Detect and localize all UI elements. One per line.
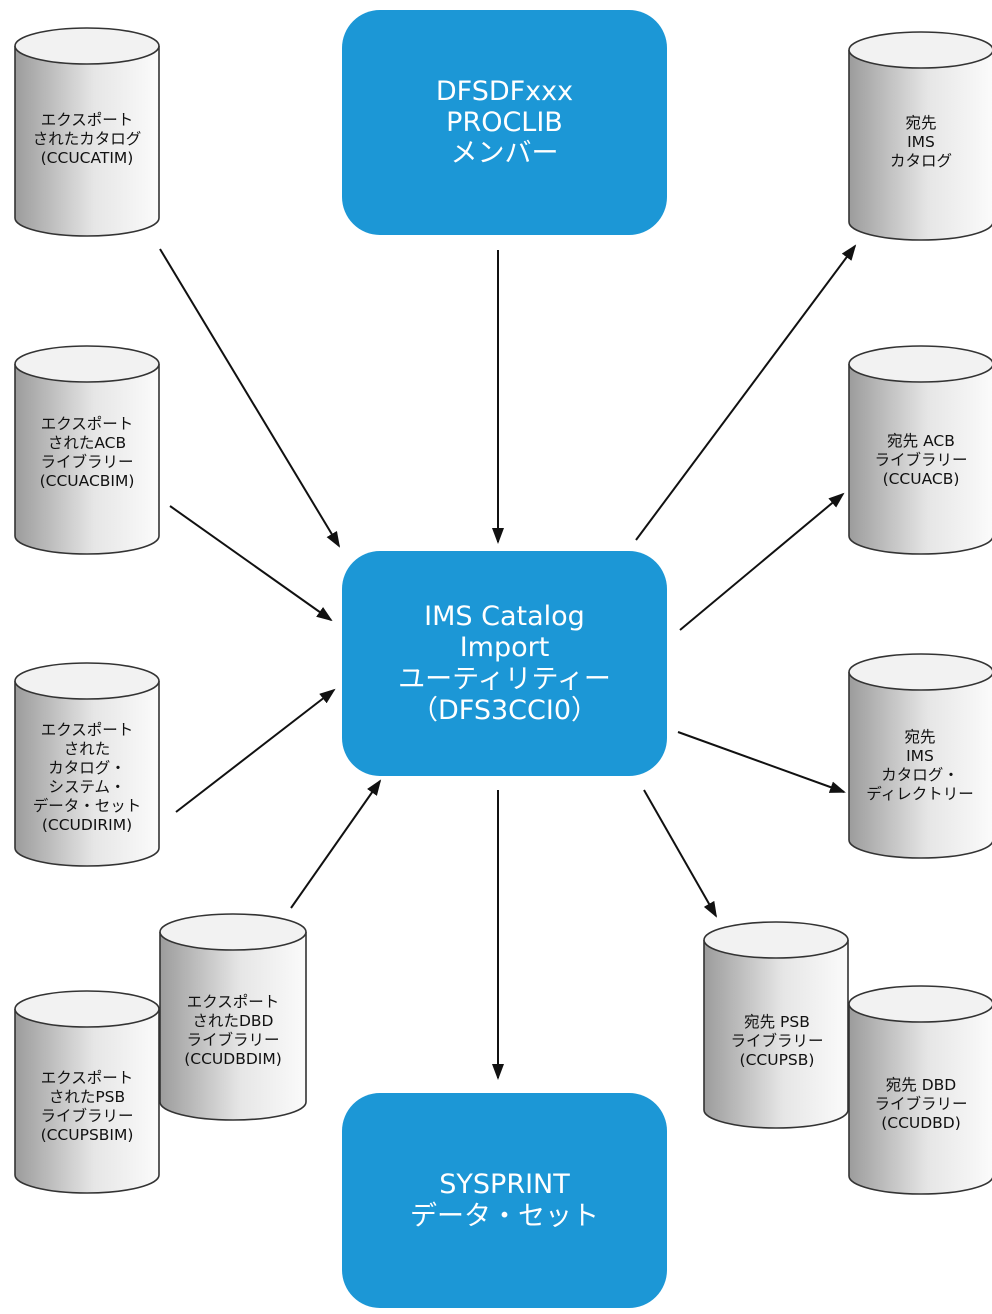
- exported-psb-label: エクスポート されたPSB ライブラリー (CCUPSBIM): [40, 1069, 134, 1144]
- cylinder-target-dbd: [848, 985, 992, 1195]
- cylinder-exported-directory: [14, 662, 160, 867]
- sysprint-dataset-label: SYSPRINT データ・セット: [410, 1169, 599, 1232]
- exported-dbd-label: エクスポート されたDBD ライブラリー (CCUDBDIM): [184, 993, 282, 1068]
- arrow-utility-to-target-psb: [643, 789, 717, 918]
- cylinder-exported-psb: [14, 990, 160, 1194]
- cylinder-exported-dbd: [159, 913, 307, 1121]
- cylinder-exported-catalog: [14, 27, 160, 237]
- target-catalog-label: 宛先 IMS カタログ: [889, 114, 952, 170]
- arrow-acb-to-utility: [169, 505, 333, 622]
- target-psb-label: 宛先 PSB ライブラリー (CCUPSB): [730, 1013, 824, 1069]
- arrow-catalog-to-utility: [159, 248, 341, 548]
- arrow-dbd-to-utility: [290, 779, 382, 909]
- import-utility-box: IMS Catalog Import ユーティリティー （DFS3CCI0）: [342, 551, 667, 776]
- exported-directory-label: エクスポート された カタログ・ システム・ データ・セット (CCUDIRIM…: [32, 721, 142, 834]
- proclib-member-label: DFSDFxxx PROCLIB メンバー: [435, 75, 574, 170]
- arrow-utility-to-target-acb: [679, 492, 845, 631]
- arrow-directory-to-utility: [175, 688, 336, 813]
- exported-catalog-label: エクスポート されたカタログ (CCUCATIM): [32, 111, 142, 167]
- sysprint-dataset-box: SYSPRINT データ・セット: [342, 1093, 667, 1308]
- cylinder-target-catalog: [848, 31, 992, 241]
- proclib-member-box: DFSDFxxx PROCLIB メンバー: [342, 10, 667, 235]
- cylinder-target-acb: [848, 345, 992, 555]
- import-utility-label: IMS Catalog Import ユーティリティー （DFS3CCI0）: [398, 600, 611, 726]
- exported-acb-label: エクスポート されたACB ライブラリー (CCUACBIM): [39, 415, 135, 490]
- arrow-utility-to-target-catalog: [635, 244, 857, 541]
- target-dbd-label: 宛先 DBD ライブラリー (CCUDBD): [874, 1076, 968, 1132]
- target-acb-label: 宛先 ACB ライブラリー (CCUACB): [874, 432, 968, 488]
- arrow-utility-to-target-directory: [677, 731, 846, 793]
- cylinder-exported-acb: [14, 345, 160, 555]
- cylinder-target-directory: [848, 653, 992, 859]
- target-directory-label: 宛先 IMS カタログ・ ディレクトリー: [866, 728, 974, 803]
- cylinder-target-psb: [703, 921, 849, 1129]
